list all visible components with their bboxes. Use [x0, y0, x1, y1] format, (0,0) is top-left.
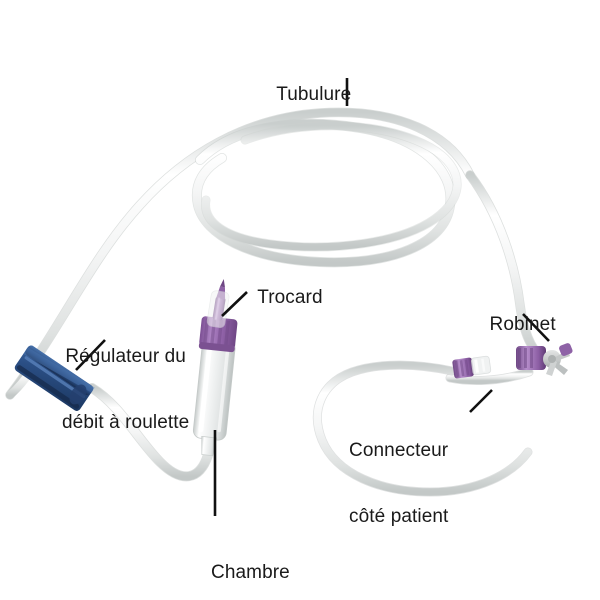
tubing-left-lower	[87, 383, 213, 482]
leader-trocard	[221, 291, 248, 317]
label-robinet-text: Robinet	[489, 314, 556, 335]
label-chambre-line1: Chambre	[211, 562, 290, 583]
label-chambre-compte-goutte: Chambre compte-goutte	[211, 518, 334, 600]
leader-robinet	[522, 313, 550, 342]
label-trocard: Trocard	[236, 265, 323, 331]
roller-clamp	[14, 345, 95, 411]
label-tubulure: Tubulure	[255, 62, 351, 128]
label-regulateur-line1: Régulateur du	[65, 346, 186, 367]
label-robinet: Robinet	[468, 292, 556, 358]
leader-regulateur	[75, 339, 106, 371]
tubing-right-descent	[465, 170, 547, 363]
label-tubulure-text: Tubulure	[276, 84, 352, 105]
tubing-patient-loop	[313, 360, 534, 497]
label-regulateur-line2: débit à roulette	[62, 412, 190, 433]
label-connecteur-line2: côté patient	[349, 506, 449, 527]
drip-chamber-assembly	[192, 279, 238, 457]
label-regulateur-debit: Régulateur du débit à roulette	[62, 302, 189, 478]
leader-connecteur	[469, 389, 493, 413]
stopcock	[516, 343, 573, 376]
tubing-upper-loop	[5, 107, 475, 400]
label-connecteur-patient: Connecteur côté patient	[349, 396, 448, 572]
label-connecteur-line1: Connecteur	[349, 440, 449, 461]
leader-lines	[75, 78, 550, 516]
tubing-group	[5, 107, 547, 497]
patient-connector	[452, 355, 492, 379]
label-trocard-text: Trocard	[257, 287, 323, 308]
